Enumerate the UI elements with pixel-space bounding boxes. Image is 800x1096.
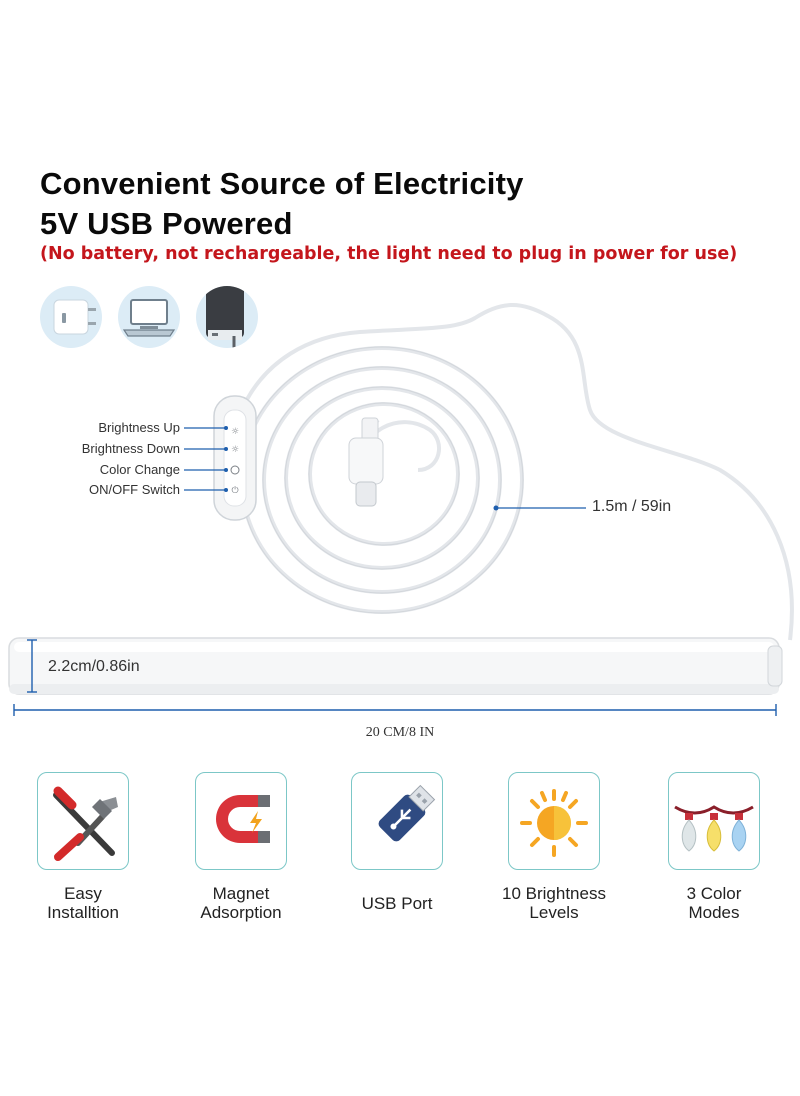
cable-length-label: 1.5m / 59in xyxy=(592,498,672,515)
feature-label-line2: Adsorption xyxy=(200,903,282,922)
height-label: 2.2cm/0.86in xyxy=(48,658,140,675)
title-line-2: 5V USB Powered xyxy=(40,206,293,241)
wall-adapter-icon xyxy=(40,286,102,348)
product-illustration: ☼ ☼ ⏻ xyxy=(8,303,794,716)
power-note: (No battery, not rechargeable, the light… xyxy=(40,244,738,264)
feature-label-line2: Modes xyxy=(688,903,740,922)
feature-label-line2: Levels xyxy=(529,903,579,922)
label-brightness-down: Brightness Down xyxy=(81,441,180,456)
feature-label-line1: 3 Color xyxy=(686,884,742,903)
feature-label-line1: USB Port xyxy=(361,894,433,913)
bar-light xyxy=(8,637,783,695)
sun-icon xyxy=(508,772,600,870)
cable-coil-3 xyxy=(284,386,480,570)
width-label: 20 CM/8 IN xyxy=(365,725,435,740)
usb-drive-icon xyxy=(351,772,443,870)
label-on-off-switch: ON/OFF Switch xyxy=(88,482,180,497)
power-bank-icon xyxy=(196,286,258,348)
feature-label-line1: Easy xyxy=(64,884,102,903)
svg-text:⏻: ⏻ xyxy=(231,485,238,496)
feature-usb-port: USB Port xyxy=(322,772,472,913)
feature-label-line1: 10 Brightness xyxy=(502,884,606,903)
usb-c-plug xyxy=(348,417,384,507)
controller: ☼ ☼ ⏻ xyxy=(213,395,257,521)
light-bulbs-icon xyxy=(668,772,760,870)
magnet-icon xyxy=(195,772,287,870)
laptop-icon xyxy=(118,286,180,348)
svg-text:☼: ☼ xyxy=(231,427,239,437)
label-brightness-up: Brightness Up xyxy=(98,420,180,435)
svg-text:☼: ☼ xyxy=(231,445,239,455)
cable-coil-4 xyxy=(308,402,460,546)
cable-coil-2 xyxy=(262,366,502,594)
feature-label-line1: Magnet xyxy=(212,884,270,903)
label-color-change: Color Change xyxy=(99,462,180,477)
feature-label-line2: Installtion xyxy=(47,903,119,922)
hammer-screwdriver-icon xyxy=(37,772,129,870)
title-line-1: Convenient Source of Electricity xyxy=(40,166,524,201)
